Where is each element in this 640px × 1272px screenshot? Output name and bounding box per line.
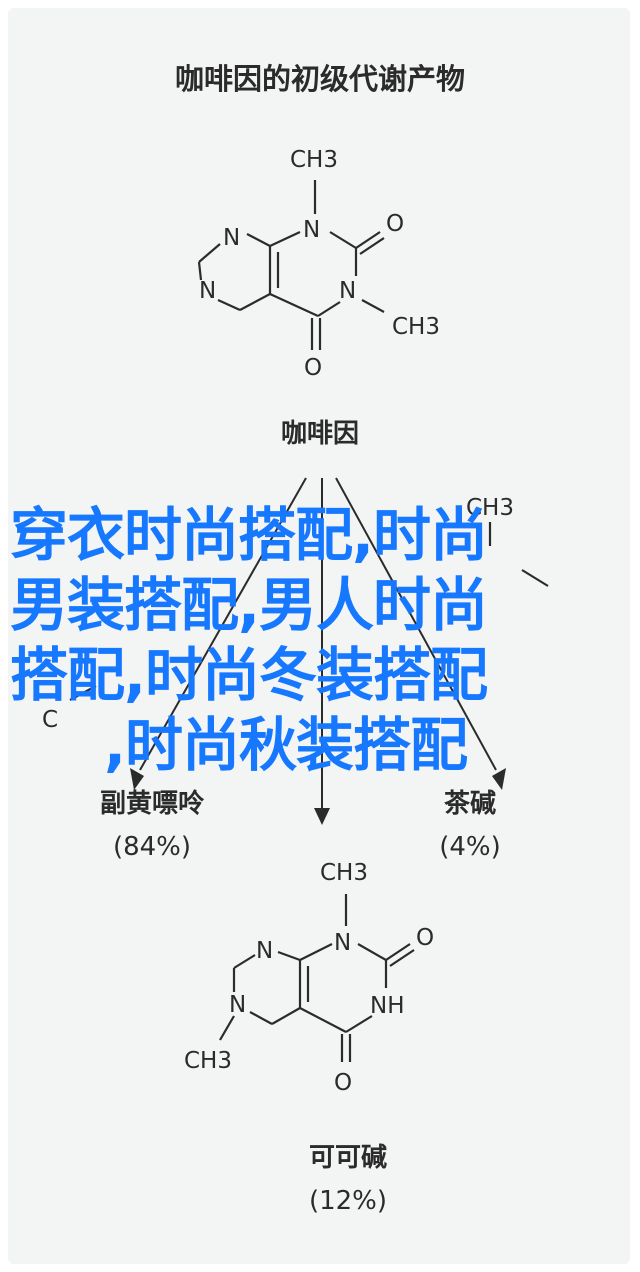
atom-o: O (416, 925, 434, 951)
reaction-arrows (139, 477, 497, 808)
atom-o: O (304, 355, 322, 381)
atom-n: N (334, 930, 351, 956)
bond (329, 231, 357, 249)
atom-ch3: CH3 (184, 1048, 232, 1074)
bond (197, 261, 203, 281)
product-name: 茶碱 (444, 789, 496, 819)
bond (299, 943, 333, 961)
atom-nh: NH (370, 993, 405, 1019)
bond (69, 685, 97, 701)
bond (233, 954, 256, 969)
theobromine-atoms: CH3 N N O N NH CH3 O (184, 860, 434, 1096)
bond (361, 299, 385, 313)
atom-ch3: CH3 (290, 147, 338, 173)
product-percent: (84%) (113, 832, 191, 862)
atom-c: C (42, 707, 58, 733)
arrowhead (492, 768, 506, 790)
arrow-to-theophylline (335, 477, 497, 771)
bond (359, 237, 385, 255)
arrow-to-paraxanthine (139, 477, 307, 771)
atom-n: N (303, 217, 320, 243)
atom-ch3: CH3 (320, 860, 368, 886)
atom-n: N (223, 225, 240, 251)
arrowhead (314, 808, 330, 825)
arrowhead (130, 768, 144, 790)
bond (389, 949, 415, 967)
bond (269, 293, 319, 317)
partial-molecules: CH3 C (42, 495, 549, 733)
bond (357, 943, 387, 961)
atom-o: O (386, 211, 404, 237)
atom-n: N (339, 278, 356, 304)
bond (198, 243, 221, 263)
product-percent: (4%) (439, 832, 501, 862)
bond (299, 1007, 347, 1033)
atom-n: N (256, 938, 273, 964)
bond (246, 233, 271, 247)
product-name: 可可碱 (309, 1143, 387, 1173)
atom-n: N (229, 992, 246, 1018)
atom-ch3: CH3 (392, 314, 440, 340)
bond (385, 943, 411, 961)
bond (217, 298, 241, 312)
bond (345, 1015, 373, 1033)
product-name: 副黄嘌呤 (100, 788, 205, 819)
bond (239, 293, 271, 311)
parent-name: 咖啡因 (281, 419, 359, 449)
overlay-line: 男装搭配,男人时尚 (10, 571, 488, 639)
atom-ch3: CH3 (466, 495, 514, 521)
bond (249, 1011, 273, 1025)
caffeine-atoms: CH3 N N O N N CH3 O (199, 147, 440, 381)
product-percent: (12%) (309, 1186, 387, 1216)
bond (355, 231, 381, 249)
overlay-line: ,时尚秋装搭配 (104, 711, 468, 779)
bond (521, 569, 549, 587)
bond (219, 1015, 235, 1041)
diagram-card (8, 8, 630, 1264)
bond (317, 301, 341, 317)
bond (277, 950, 301, 962)
theobromine-structure (219, 894, 415, 1062)
atom-n: N (199, 278, 216, 304)
diagram-title: 咖啡因的初级代谢产物 (175, 62, 465, 96)
caffeine-structure (197, 180, 385, 350)
bond (269, 231, 301, 247)
atom-o: O (334, 1070, 352, 1096)
bond (271, 1007, 301, 1025)
overlay-line: 穿衣时尚搭配,时尚 (10, 501, 488, 569)
overlay-line: 搭配,时尚冬装搭配 (10, 641, 488, 709)
